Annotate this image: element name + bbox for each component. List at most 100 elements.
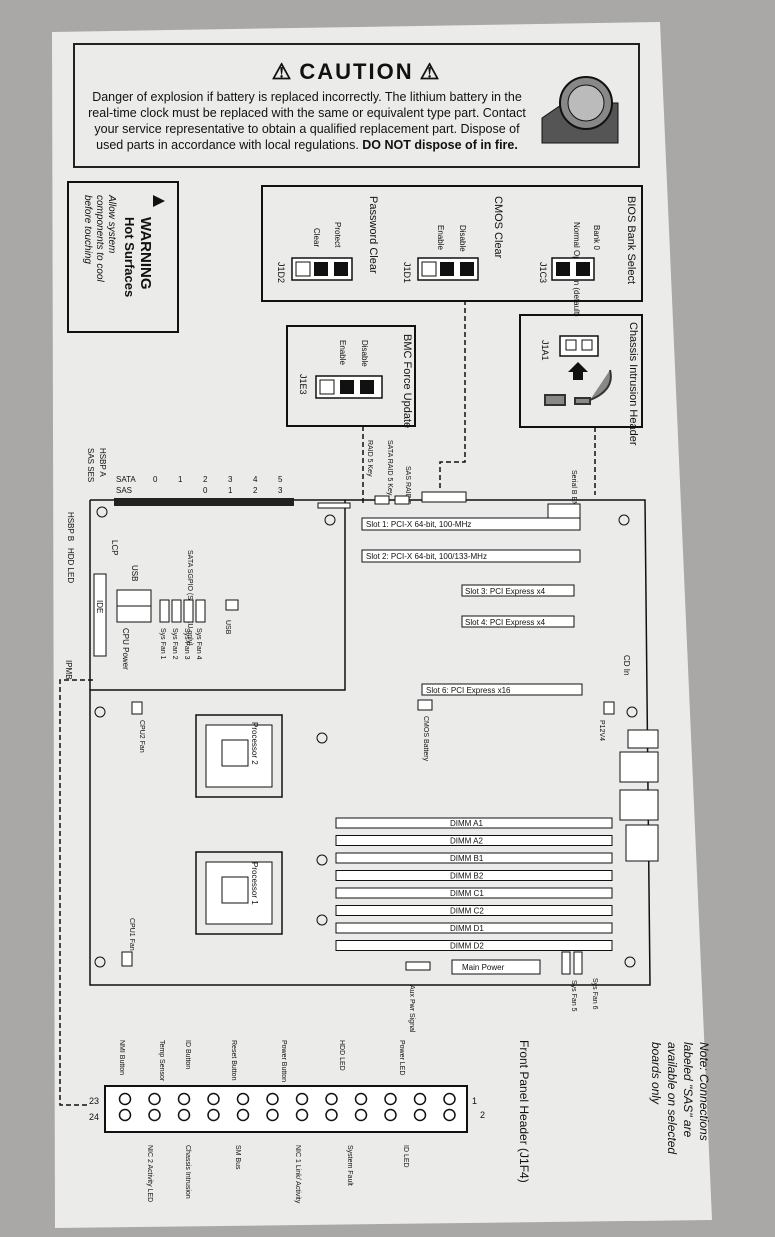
label-sticker	[52, 22, 712, 1228]
header-pin	[325, 1092, 338, 1106]
caution-text: Danger of explosion if battery is replac…	[87, 89, 527, 153]
note-line-4: boards only	[649, 1042, 663, 1105]
note-line-3: available on selected	[665, 1042, 679, 1154]
header-pin	[266, 1092, 279, 1106]
header-pin	[236, 1108, 250, 1122]
jumper-bmc-title: BMC Force Update	[401, 334, 413, 428]
front-panel-top-label: NMI Button	[118, 1040, 125, 1075]
sata-port-0: 0	[153, 475, 158, 484]
jumper-pwd-title: Password Clear	[367, 196, 379, 274]
caution-box: ⚠CAUTION⚠ Danger of explosion if battery…	[73, 43, 640, 168]
note-line-2: labeled "SAS" are	[681, 1042, 695, 1138]
sas-note: Note: Connections labeled "SAS" are avai…	[649, 1042, 711, 1154]
warning-line-3: before touching	[82, 195, 93, 264]
pin-2-label: 2	[480, 1110, 485, 1120]
jumper-pwd-opt1: Protect	[333, 222, 342, 248]
header-pin	[148, 1108, 161, 1122]
dimm-slot	[335, 905, 613, 916]
slot-6	[421, 683, 583, 696]
note-line-1: Note: Connections	[697, 1042, 711, 1141]
label-cpu1-fan: CPU1 Fan	[128, 918, 135, 951]
label-serial-b-emp: Serial B EMP	[570, 470, 577, 512]
left-components: HSBP B HDD LED LCP USB IDE IPMB CPU Powe…	[64, 512, 239, 967]
caution-text-main: Danger of explosion if battery is replac…	[88, 90, 526, 152]
label-cpu-power: CPU Power	[121, 628, 130, 670]
dimm-slot	[335, 852, 613, 864]
label-processor-1: Processor 1	[250, 862, 259, 905]
pci-slots: Slot 1: PCI-X 64-bit, 100-MHz Slot 2: PC…	[361, 517, 583, 696]
label-hdd-led: HDD LED	[66, 548, 75, 583]
header-pin	[384, 1092, 397, 1106]
sata-port-3: 3	[228, 475, 233, 484]
dimm-label: DIMM D2	[450, 942, 484, 951]
header-pin	[413, 1108, 427, 1122]
jumper-j1c3: BIOS Bank Select Bank 0 Normal Operation…	[538, 196, 637, 317]
header-pin	[295, 1108, 309, 1122]
label-sata: SATA	[116, 475, 136, 484]
intrusion-switch-icon	[544, 369, 612, 406]
header-pin	[325, 1108, 338, 1122]
front-panel-top-label: ID Button	[184, 1040, 191, 1069]
front-panel-bottom-label: NIC 1 Link/ Activity	[294, 1145, 301, 1204]
front-panel-bottom-label: ID LED	[402, 1145, 409, 1168]
label-cd-in: CD In	[622, 655, 631, 675]
front-panel-top-label: Temp Sensor	[158, 1040, 165, 1082]
slot-3-label: Slot 3: PCI Express x4	[465, 587, 546, 596]
slot-4	[461, 615, 575, 628]
front-panel-title: Front Panel Header (J1F4)	[517, 1040, 531, 1183]
sas-port-0: 0	[203, 486, 208, 495]
header-pin	[413, 1092, 427, 1106]
chassis-intrusion-box: Chassis Intrusion Header J1A1	[519, 314, 643, 446]
label-usb: USB	[130, 565, 139, 581]
front-panel-top-label: Power Button	[280, 1040, 287, 1082]
front-panel-bottom-label: SM Bus	[234, 1145, 241, 1170]
label-sys-fan-5: Sys Fan 5	[570, 980, 577, 1012]
header-pin	[118, 1092, 132, 1106]
processor-2: Processor 2	[195, 714, 283, 798]
cmos-link-line	[439, 300, 466, 490]
label-sata-raid5-key: SATA RAID 5 Key	[386, 440, 393, 496]
label-raid5-key: RAID 5 Key	[366, 440, 373, 477]
front-panel-pins	[118, 1092, 456, 1122]
slot-1	[361, 517, 581, 531]
jumper-j1d1: CMOS Clear Disable Enable J1D1	[402, 196, 504, 283]
warning-line-2: components to cool	[94, 195, 105, 282]
warning-line-1: Allow system	[106, 194, 117, 253]
intrusion-title: Chassis Intrusion Header	[627, 322, 639, 446]
main-power: Main Power Aux Pwr Signal Sys Fan 6 Sys …	[405, 951, 598, 1033]
label-cpu2-fan: CPU2 Fan	[138, 720, 145, 753]
dimm-slot	[335, 835, 613, 846]
slot-2	[361, 549, 581, 563]
front-panel-link-line	[59, 679, 93, 1106]
sata-port-5: 5	[278, 475, 283, 484]
jumper-cmos-title: CMOS Clear	[492, 196, 504, 259]
header-pin	[354, 1092, 368, 1106]
jumper-bmc-opt1: Disable	[360, 340, 369, 367]
header-pin	[443, 1092, 456, 1106]
sas-port-3: 3	[278, 486, 283, 495]
label-ipmb: IPMB	[64, 660, 73, 680]
slot-1-label: Slot 1: PCI-X 64-bit, 100-MHz	[366, 520, 471, 529]
jumper-block-box: BIOS Bank Select Bank 0 Normal Operation…	[261, 185, 643, 317]
jumper-cmos-opt1: Disable	[458, 225, 467, 252]
front-panel-bottom-label: System Fault	[346, 1145, 353, 1186]
front-panel-header: 1 2 23 24 Front Panel Header (J1F4) NMI …	[89, 1040, 531, 1204]
header-pin	[207, 1092, 220, 1106]
dimm-slot	[335, 922, 613, 934]
caution-text-bold: DO NOT dispose of in fire.	[362, 138, 518, 152]
intrusion-id: J1A1	[540, 340, 550, 361]
label-processor-2: Processor 2	[250, 722, 259, 765]
label-sas-ses: SAS SES	[86, 448, 95, 482]
pin-24-label: 24	[89, 1112, 99, 1122]
arrow-icon	[568, 362, 588, 380]
sas-port-2: 2	[253, 486, 258, 495]
header-pin	[236, 1092, 250, 1106]
header-pin	[207, 1108, 220, 1122]
dimm-label: DIMM A2	[450, 837, 483, 846]
label-sys-fan-4: Sys Fan 4	[195, 628, 202, 660]
dimm-slot	[335, 817, 613, 829]
label-hsbp-a: HSBP A	[98, 448, 107, 477]
dimm-slot	[335, 887, 613, 899]
